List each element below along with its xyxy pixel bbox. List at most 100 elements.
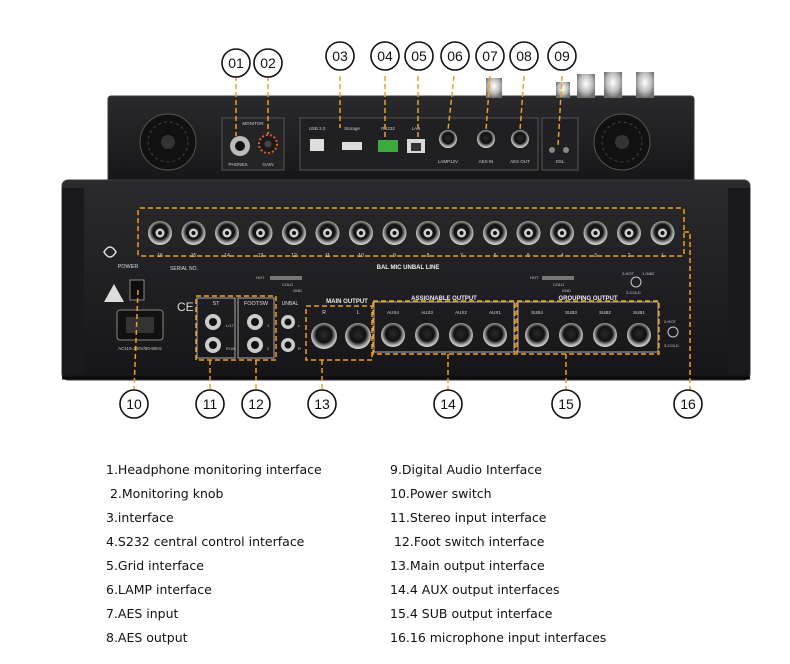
aux-output-xlr: AUX2 <box>449 310 473 347</box>
mic-input-jack: 10 <box>349 221 373 259</box>
cold-label-2: COLD <box>553 282 564 287</box>
mic-input-jack: 9 <box>382 221 407 259</box>
mic-input-jack: 13 <box>248 221 273 259</box>
callout-number: 03 <box>325 41 355 71</box>
sub-label: SUB2 <box>599 310 611 315</box>
unbal-l-label: L <box>298 323 301 328</box>
callout-number: 02 <box>253 48 283 78</box>
cold3-label-b: 3-COLD <box>664 343 679 348</box>
cold-label: COLD <box>282 282 293 287</box>
legend-item: 7.AES input <box>106 606 179 621</box>
bal-mic-label: BAL MIC UNBAL LINE <box>377 265 440 271</box>
power-label: POWER <box>118 264 139 270</box>
aux-output-xlr: AUX4 <box>381 310 405 347</box>
main-body <box>61 179 751 381</box>
legend-item: 3.interface <box>106 510 174 525</box>
hot2-label-b: 2-HOT <box>664 319 677 324</box>
callout-label: 01 <box>228 55 244 71</box>
aux-label: AUX4 <box>387 310 399 315</box>
sub-output-xlr: SUB1 <box>627 310 651 347</box>
footsw-label: FOOTSW <box>244 301 269 307</box>
callout-label: 13 <box>314 396 330 412</box>
callout-label: 11 <box>203 396 218 412</box>
phones-label: PHONES <box>228 162 247 167</box>
callout-label: 10 <box>126 396 142 412</box>
callout-label: 04 <box>377 48 393 64</box>
mic-input-number: 13 <box>258 253 264 259</box>
aux-label: AUX2 <box>455 310 467 315</box>
callout-guides <box>133 75 691 391</box>
gnd-label: GND <box>293 288 302 293</box>
legend-item: 15.4 SUB output interface <box>390 606 553 621</box>
callout-label: 07 <box>482 48 498 64</box>
power-section: POWER CE AC115-120V/50-60Hz <box>103 246 194 351</box>
dsl-port <box>549 147 555 153</box>
callout-number: 16 <box>673 389 703 419</box>
main-out-l-xlr <box>345 323 371 349</box>
aes-out-connector <box>511 130 529 148</box>
ce-mark: CE <box>177 300 194 314</box>
main-output-section: MAIN OUTPUT R L <box>311 299 371 349</box>
gnd-label-2: GND <box>562 288 571 293</box>
fan-right-icon <box>593 113 651 171</box>
power-switch[interactable] <box>129 279 145 301</box>
callout-number: 04 <box>370 41 400 71</box>
usb1-label: USB 2.0 <box>309 126 326 131</box>
sub-label: SUB1 <box>633 310 645 315</box>
mic-input-jack: 11 <box>315 221 340 259</box>
footsw-1-label: 1 <box>267 323 270 328</box>
legend-item: 4.S232 central control interface <box>106 534 305 549</box>
legend-item: 9.Digital Audio Interface <box>390 462 542 477</box>
sub-label: SUB4 <box>531 310 543 315</box>
callout-number: 11 <box>195 389 225 419</box>
legend-item: 1.Headphone monitoring interface <box>106 462 322 477</box>
callout-label: 02 <box>260 55 276 71</box>
top-module: MONITOR PHONES GAIN USB 2.0 Storage RS23… <box>107 72 695 185</box>
callout-label: 16 <box>680 396 696 412</box>
main-l-label: L <box>357 310 360 316</box>
mic-input-jack: 8 <box>416 221 440 259</box>
legend-item: 13.Main output interface <box>390 558 545 573</box>
gain-label: GAIN <box>262 162 273 167</box>
usb2-label: Storage <box>344 126 360 131</box>
ac-label: AC115-120V/50-60Hz <box>118 346 162 351</box>
aux-output-xlr: AUX1 <box>483 310 507 347</box>
callout-number: 15 <box>551 389 581 419</box>
main-r-label: R <box>322 310 326 316</box>
fan-left-icon <box>139 113 197 171</box>
callout-label: 09 <box>554 48 570 64</box>
legend-item: 16.16 microphone input interfaces <box>390 630 607 645</box>
legend-left-column: 1.Headphone monitoring interface 2.Monit… <box>106 458 322 650</box>
aux-label: AUX3 <box>421 310 433 315</box>
monitor-label: MONITOR <box>242 121 264 126</box>
aes-in-label: AES IN <box>479 159 494 164</box>
callout-number: 07 <box>475 41 505 71</box>
callout-number: 10 <box>119 389 149 419</box>
callout-label: 03 <box>332 48 348 64</box>
aes-out-label: AES OUT <box>510 159 530 164</box>
st-label: ST <box>212 301 220 307</box>
legend-item: 2.Monitoring knob <box>106 486 224 501</box>
footsw-2-label: 2 <box>267 346 270 351</box>
gnd1-label: 1 GND <box>642 271 654 276</box>
legend-item: 12.Foot switch interface <box>390 534 545 549</box>
st-r-label: R/18 <box>226 346 235 351</box>
mic-input-number: 8 <box>427 253 430 259</box>
lamp-label: LAMP12V <box>438 159 458 164</box>
mic-input-number: 3 <box>594 253 597 259</box>
serial-label: SERIAL NO. <box>170 266 198 272</box>
mic-input-number: 9 <box>393 253 396 259</box>
sub-output-xlr: SUB2 <box>593 310 617 347</box>
callout-label: 08 <box>516 48 532 64</box>
grid-label: LAN <box>412 126 421 131</box>
grouping-output-label: GROUPING OUTPUT <box>558 296 617 302</box>
dsl-label: DSL <box>556 159 565 164</box>
sub-output-xlr: SUB3 <box>559 310 583 347</box>
callout-number: 13 <box>307 389 337 419</box>
callout-label: 12 <box>248 396 264 412</box>
callout-number: 14 <box>433 389 463 419</box>
